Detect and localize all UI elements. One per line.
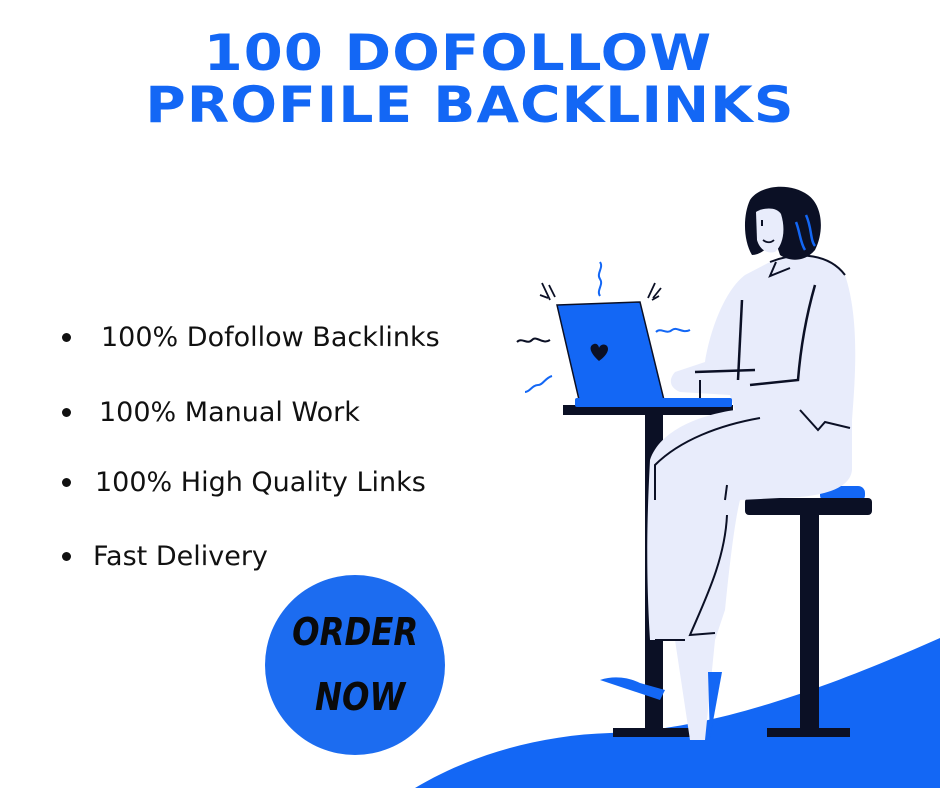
order-now-label-line-2: NOW (314, 675, 406, 719)
feature-label: 100% High Quality Links (95, 467, 426, 498)
figure-torso (647, 255, 856, 740)
face (756, 208, 784, 253)
headline-line-1: 100 DOFOLLOW (203, 24, 713, 82)
feature-label: 100% Manual Work (99, 397, 360, 428)
bullet-icon (62, 408, 71, 417)
stool-leg (800, 512, 819, 732)
feature-label: Fast Delivery (93, 541, 268, 572)
laptop-screen (556, 301, 665, 405)
bullet-icon (62, 478, 71, 487)
shoe-right (708, 672, 722, 738)
feature-label: 100% Dofollow Backlinks (101, 322, 440, 353)
bullet-icon (62, 333, 71, 342)
headline-line-2: PROFILE BACKLINKS (145, 76, 795, 134)
background-wave (415, 638, 940, 788)
feature-item: 100% Manual Work (62, 397, 360, 428)
laptop-base (575, 398, 732, 407)
stool-foot (767, 728, 850, 737)
stool-top (745, 498, 872, 515)
feature-item: Fast Delivery (62, 541, 268, 572)
order-now-label-line-1: ORDER (291, 610, 419, 655)
shoe-left (600, 677, 665, 700)
bullet-icon (62, 552, 71, 561)
feature-item: 100% Dofollow Backlinks (62, 322, 440, 353)
heart-icon (590, 343, 609, 361)
feature-item: 100% High Quality Links (62, 467, 426, 498)
order-now-button[interactable]: ORDER NOW (265, 575, 445, 755)
desk-foot (613, 728, 696, 737)
